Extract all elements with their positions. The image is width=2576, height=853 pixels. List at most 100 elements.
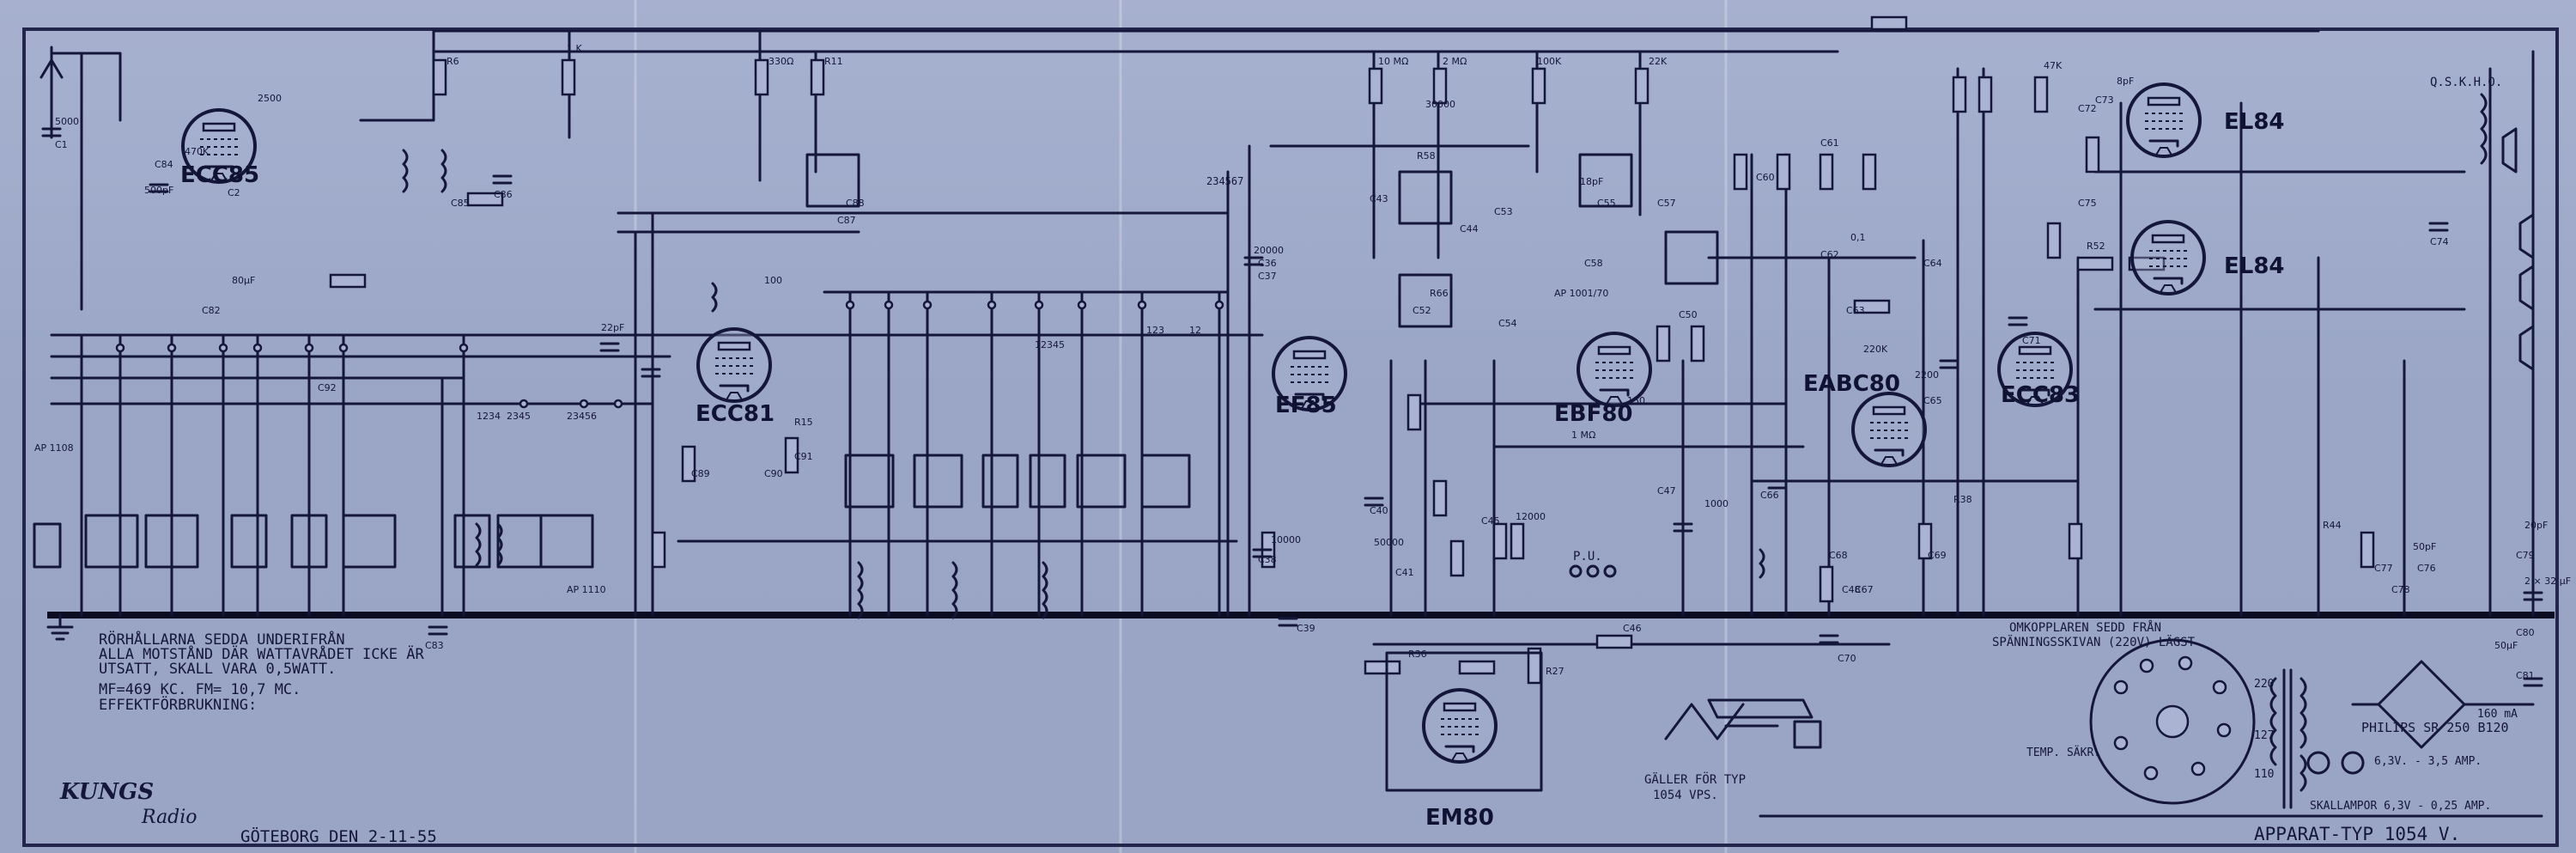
component-value: C77	[2374, 563, 2393, 574]
tube-heater	[1605, 396, 1624, 406]
component-value: C61	[1820, 137, 1839, 149]
component-value: C86	[494, 189, 513, 200]
vacuum-tube	[696, 327, 772, 403]
em80-box	[1385, 651, 1543, 792]
component-value: C82	[202, 305, 221, 316]
tube-label: ECC85	[180, 162, 259, 188]
component-value: C83	[425, 640, 444, 651]
rect-current: 160 mA	[2477, 708, 2518, 721]
vacuum-tube	[1851, 392, 1927, 467]
tube-label: EL84	[2224, 109, 2285, 135]
tube-label: ECC81	[696, 401, 775, 427]
component-value: C68	[1829, 550, 1848, 561]
component-value: C55	[1597, 198, 1616, 209]
tube-heater	[2159, 284, 2178, 295]
component-value: 500pF	[144, 185, 173, 196]
component-value: C41	[1395, 567, 1414, 578]
note-text: ALLA MOTSTÅND DÄR WATTAVRÅDET ICKE ÄR	[99, 644, 424, 663]
component-values: 5000 2500 500pF C1 C2 C36 C37 C38 C39 C4…	[34, 43, 2571, 681]
component-value: C74	[2430, 236, 2449, 247]
tube-cathode	[1874, 448, 1905, 457]
vacuum-tube	[1577, 332, 1652, 407]
city-date: GÖTEBORG DEN 2-11-55	[240, 826, 437, 846]
component-value: 50µF	[2494, 640, 2518, 651]
vacuum-tube	[1997, 332, 2073, 407]
heater-label: 6,3V. - 3,5 AMP.	[2374, 755, 2482, 768]
signal-wiring	[50, 144, 2543, 818]
tube-envelope	[696, 327, 772, 403]
component-value: 10 MΩ	[1378, 56, 1408, 67]
component-value: AP 1110	[567, 584, 606, 595]
rf-coils-left	[33, 514, 594, 569]
component-value: 2 MΩ	[1443, 56, 1467, 67]
component-value: C76	[2417, 563, 2436, 574]
component-value: C67	[1855, 584, 1874, 595]
note-text: UTSATT, SKALL VARA 0,5WATT.	[99, 661, 336, 678]
component-value: 0,1	[1850, 232, 1866, 243]
model-type: APPARAT-TYP 1054 V.	[2254, 824, 2460, 844]
tube-anode	[2151, 234, 2185, 244]
component-value: R11	[824, 56, 843, 67]
component-value: C45	[1481, 515, 1500, 527]
inductors	[402, 149, 1765, 619]
component-value: 100K	[1537, 56, 1562, 67]
component-value: C88	[846, 198, 865, 209]
component-value: C1	[55, 139, 68, 150]
vacuum-tube	[2126, 82, 2202, 158]
band-switch-wiring	[80, 101, 2406, 617]
component-value: C50	[1679, 309, 1698, 320]
speakers	[2480, 93, 2535, 371]
tube-envelope	[1272, 336, 1347, 411]
component-value: 2200	[1915, 369, 1939, 381]
component-value: R38	[1953, 494, 1972, 505]
component-value: C66	[1760, 490, 1779, 501]
voltage-tap: 110	[2254, 768, 2274, 781]
component-value: 12000	[1516, 511, 1546, 522]
component-value: C80	[2516, 627, 2535, 638]
component-value: C60	[1756, 172, 1775, 183]
tube-anode	[1292, 350, 1327, 360]
component-value: 1 K	[567, 43, 582, 54]
power-transformer	[2269, 668, 2307, 809]
temp-fuse-label: TEMP. SÄKR.	[2026, 746, 2100, 759]
tube-label: ECC83	[2001, 382, 2080, 408]
tube-envelope	[1577, 332, 1652, 407]
switch-note: SPÄNNINGSSKIVAN (220V) LÄGST	[1992, 634, 2196, 649]
vacuum-tube	[1272, 336, 1347, 411]
component-value: 23456	[567, 411, 597, 422]
component-value: 20000	[1254, 245, 1284, 256]
tube-anode	[1872, 405, 1906, 416]
component-value: 12	[1189, 325, 1201, 336]
component-value: C84	[155, 159, 173, 170]
note-text: MF=469 KC. FM= 10,7 MC.	[99, 681, 301, 698]
component-value: 1234	[477, 411, 501, 422]
tube-cathode	[719, 384, 750, 393]
switch-position-label: 234567	[1206, 175, 1243, 187]
component-value: C65	[1923, 395, 1942, 406]
tube-envelope	[1997, 332, 2073, 407]
applies-note: GÄLLER FÖR TYP	[1644, 771, 1746, 787]
annotations: ECC85 ECC81 EF85 EBF80 EABC80 ECC83 EL84…	[59, 76, 2518, 846]
component-value: C71	[2022, 335, 2041, 346]
switch-contacts	[115, 300, 1224, 409]
component-value: 50pF	[2413, 541, 2436, 552]
component-value: 20pF	[2524, 520, 2548, 531]
component-value: 80µF	[232, 275, 255, 286]
component-value: C87	[837, 215, 856, 226]
component-value: R15	[794, 417, 813, 428]
applies-note: 1054 VPS.	[1653, 789, 1718, 802]
lamps-label: SKALLAMPOR 6,3V - 0,25 AMP.	[2310, 800, 2491, 813]
component-value: 22K	[1649, 56, 1668, 67]
rectifier-label: PHILIPS SR 250 B120	[2361, 720, 2509, 735]
tube-heater	[210, 173, 228, 183]
component-value: AP 1001/70	[1554, 288, 1608, 299]
component-value: R27	[1546, 666, 1564, 677]
component-value: C37	[1258, 271, 1277, 282]
brand-name: Radio	[141, 807, 197, 828]
component-value: C46	[1623, 623, 1642, 634]
tube-anode	[2018, 345, 2052, 356]
switch-note: OMKOPPLAREN SEDD FRÅN	[2009, 620, 2161, 635]
tube-heater	[2154, 147, 2173, 157]
